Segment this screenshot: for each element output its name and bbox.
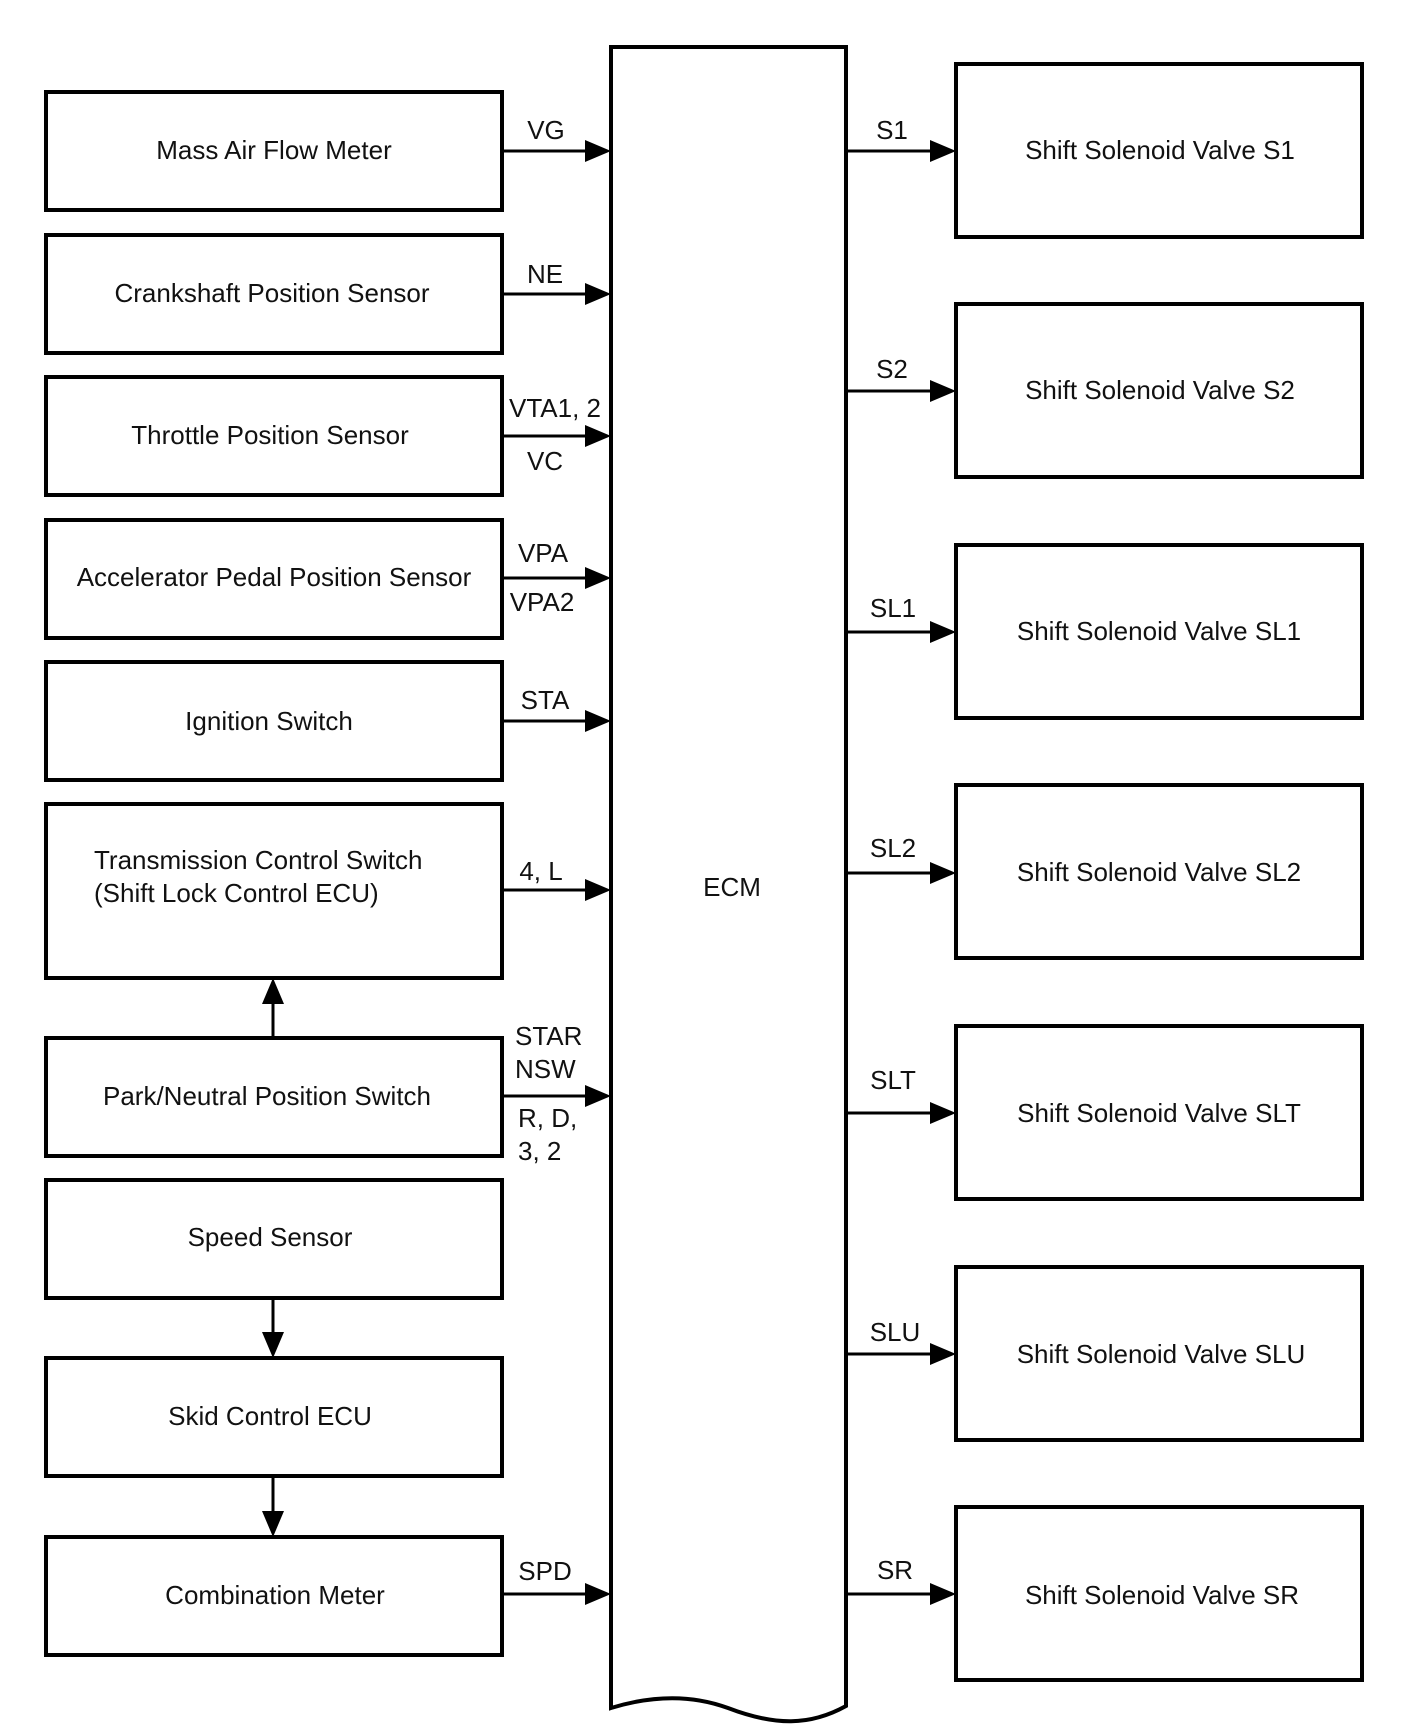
rd-signal-label: R, D,: [518, 1103, 577, 1133]
spd-signal-label: SPD: [518, 1556, 571, 1586]
crankshaft-position-sensor-label: Crankshaft Position Sensor: [114, 278, 429, 308]
vpa-signal-label: VPA: [518, 538, 569, 568]
nsw-arrow: [502, 1085, 611, 1107]
accelerator-pedal-position-sensor-label: Accelerator Pedal Position Sensor: [77, 562, 472, 592]
skid-control-ecu-label: Skid Control ECU: [168, 1401, 372, 1431]
vta-arrow: [502, 425, 611, 447]
shift-solenoid-valve-s2-box: Shift Solenoid Valve S2: [954, 302, 1364, 479]
vpa2-signal-label: VPA2: [510, 587, 575, 617]
s2-signal-label: S2: [876, 354, 908, 384]
speed-sensor-label: Speed Sensor: [188, 1222, 353, 1252]
crankshaft-position-sensor-box: Crankshaft Position Sensor: [44, 233, 504, 355]
slt-arrow: [846, 1102, 956, 1124]
transmission-control-switch-box: Transmission Control Switch (Shift Lock …: [44, 802, 504, 980]
vta-signal-label: VTA1, 2: [509, 393, 601, 423]
shift-solenoid-valve-s2-label: Shift Solenoid Valve S2: [1025, 375, 1295, 405]
nsw-signal-label: NSW: [515, 1054, 576, 1084]
shift-solenoid-valve-sl1-label: Shift Solenoid Valve SL1: [1017, 616, 1301, 646]
shift-solenoid-valve-sr-box: Shift Solenoid Valve SR: [954, 1505, 1364, 1682]
shift-solenoid-valve-s1-box: Shift Solenoid Valve S1: [954, 62, 1364, 239]
pnp-to-transmission-arrow: [262, 978, 284, 1038]
ecm-label: ECM: [703, 872, 761, 902]
transmission-control-switch-label: Transmission Control Switch: [94, 845, 422, 875]
sta-signal-label: STA: [521, 685, 570, 715]
sr-signal-label: SR: [877, 1555, 913, 1585]
shift-solenoid-valve-slt-box: Shift Solenoid Valve SLT: [954, 1024, 1364, 1201]
sl2-arrow: [846, 862, 956, 884]
speed-sensor-box: Speed Sensor: [44, 1178, 504, 1300]
slu-arrow: [846, 1343, 956, 1365]
combination-meter-box: Combination Meter: [44, 1535, 504, 1657]
s1-signal-label: S1: [876, 115, 908, 145]
throttle-position-sensor-box: Throttle Position Sensor: [44, 375, 504, 497]
skid-control-ecu-box: Skid Control ECU: [44, 1356, 504, 1478]
speed-to-skid-arrow: [262, 1298, 284, 1358]
throttle-position-sensor-label: Throttle Position Sensor: [131, 420, 409, 450]
park-neutral-position-switch-label: Park/Neutral Position Switch: [103, 1081, 431, 1111]
accelerator-pedal-position-sensor-box: Accelerator Pedal Position Sensor: [44, 518, 504, 640]
vg-arrow: [502, 140, 611, 162]
combination-meter-label: Combination Meter: [165, 1580, 385, 1610]
sl1-signal-label: SL1: [870, 593, 916, 623]
shift-solenoid-valve-sl2-label: Shift Solenoid Valve SL2: [1017, 857, 1301, 887]
slt-signal-label: SLT: [870, 1065, 916, 1095]
ignition-switch-label: Ignition Switch: [185, 706, 353, 736]
three-two-signal-label: 3, 2: [518, 1136, 561, 1166]
vc-signal-label: VC: [527, 446, 563, 476]
sl1-arrow: [846, 621, 956, 643]
ne-arrow: [502, 283, 611, 305]
ignition-switch-box: Ignition Switch: [44, 660, 504, 782]
shift-solenoid-valve-sl1-box: Shift Solenoid Valve SL1: [954, 543, 1364, 720]
shift-solenoid-valve-slu-label: Shift Solenoid Valve SLU: [1017, 1339, 1306, 1369]
spd-arrow: [502, 1583, 611, 1605]
skid-to-meter-arrow: [262, 1476, 284, 1537]
park-neutral-position-switch-box: Park/Neutral Position Switch: [44, 1036, 504, 1158]
shift-solenoid-valve-sl2-box: Shift Solenoid Valve SL2: [954, 783, 1364, 960]
s1-arrow: [846, 140, 956, 162]
shift-solenoid-valve-slt-label: Shift Solenoid Valve SLT: [1017, 1098, 1301, 1128]
shift-solenoid-valve-slu-box: Shift Solenoid Valve SLU: [954, 1265, 1364, 1442]
shift-solenoid-valve-s1-label: Shift Solenoid Valve S1: [1025, 135, 1295, 165]
four-l-arrow: [502, 879, 611, 901]
mass-air-flow-meter-box: Mass Air Flow Meter: [44, 90, 504, 212]
slu-signal-label: SLU: [870, 1317, 921, 1347]
four-l-signal-label: 4, L: [519, 856, 562, 886]
star-signal-label: STAR: [515, 1021, 582, 1051]
ecm-block: [609, 45, 848, 1724]
sl2-signal-label: SL2: [870, 833, 916, 863]
sta-arrow: [502, 710, 611, 732]
shift-lock-control-ecu-label: (Shift Lock Control ECU): [94, 878, 379, 908]
mass-air-flow-meter-label: Mass Air Flow Meter: [156, 135, 392, 165]
s2-arrow: [846, 380, 956, 402]
vpa-arrow: [502, 567, 611, 589]
vg-signal-label: VG: [527, 115, 565, 145]
shift-solenoid-valve-sr-label: Shift Solenoid Valve SR: [1025, 1580, 1299, 1610]
ne-signal-label: NE: [527, 259, 563, 289]
sr-arrow: [846, 1583, 956, 1605]
